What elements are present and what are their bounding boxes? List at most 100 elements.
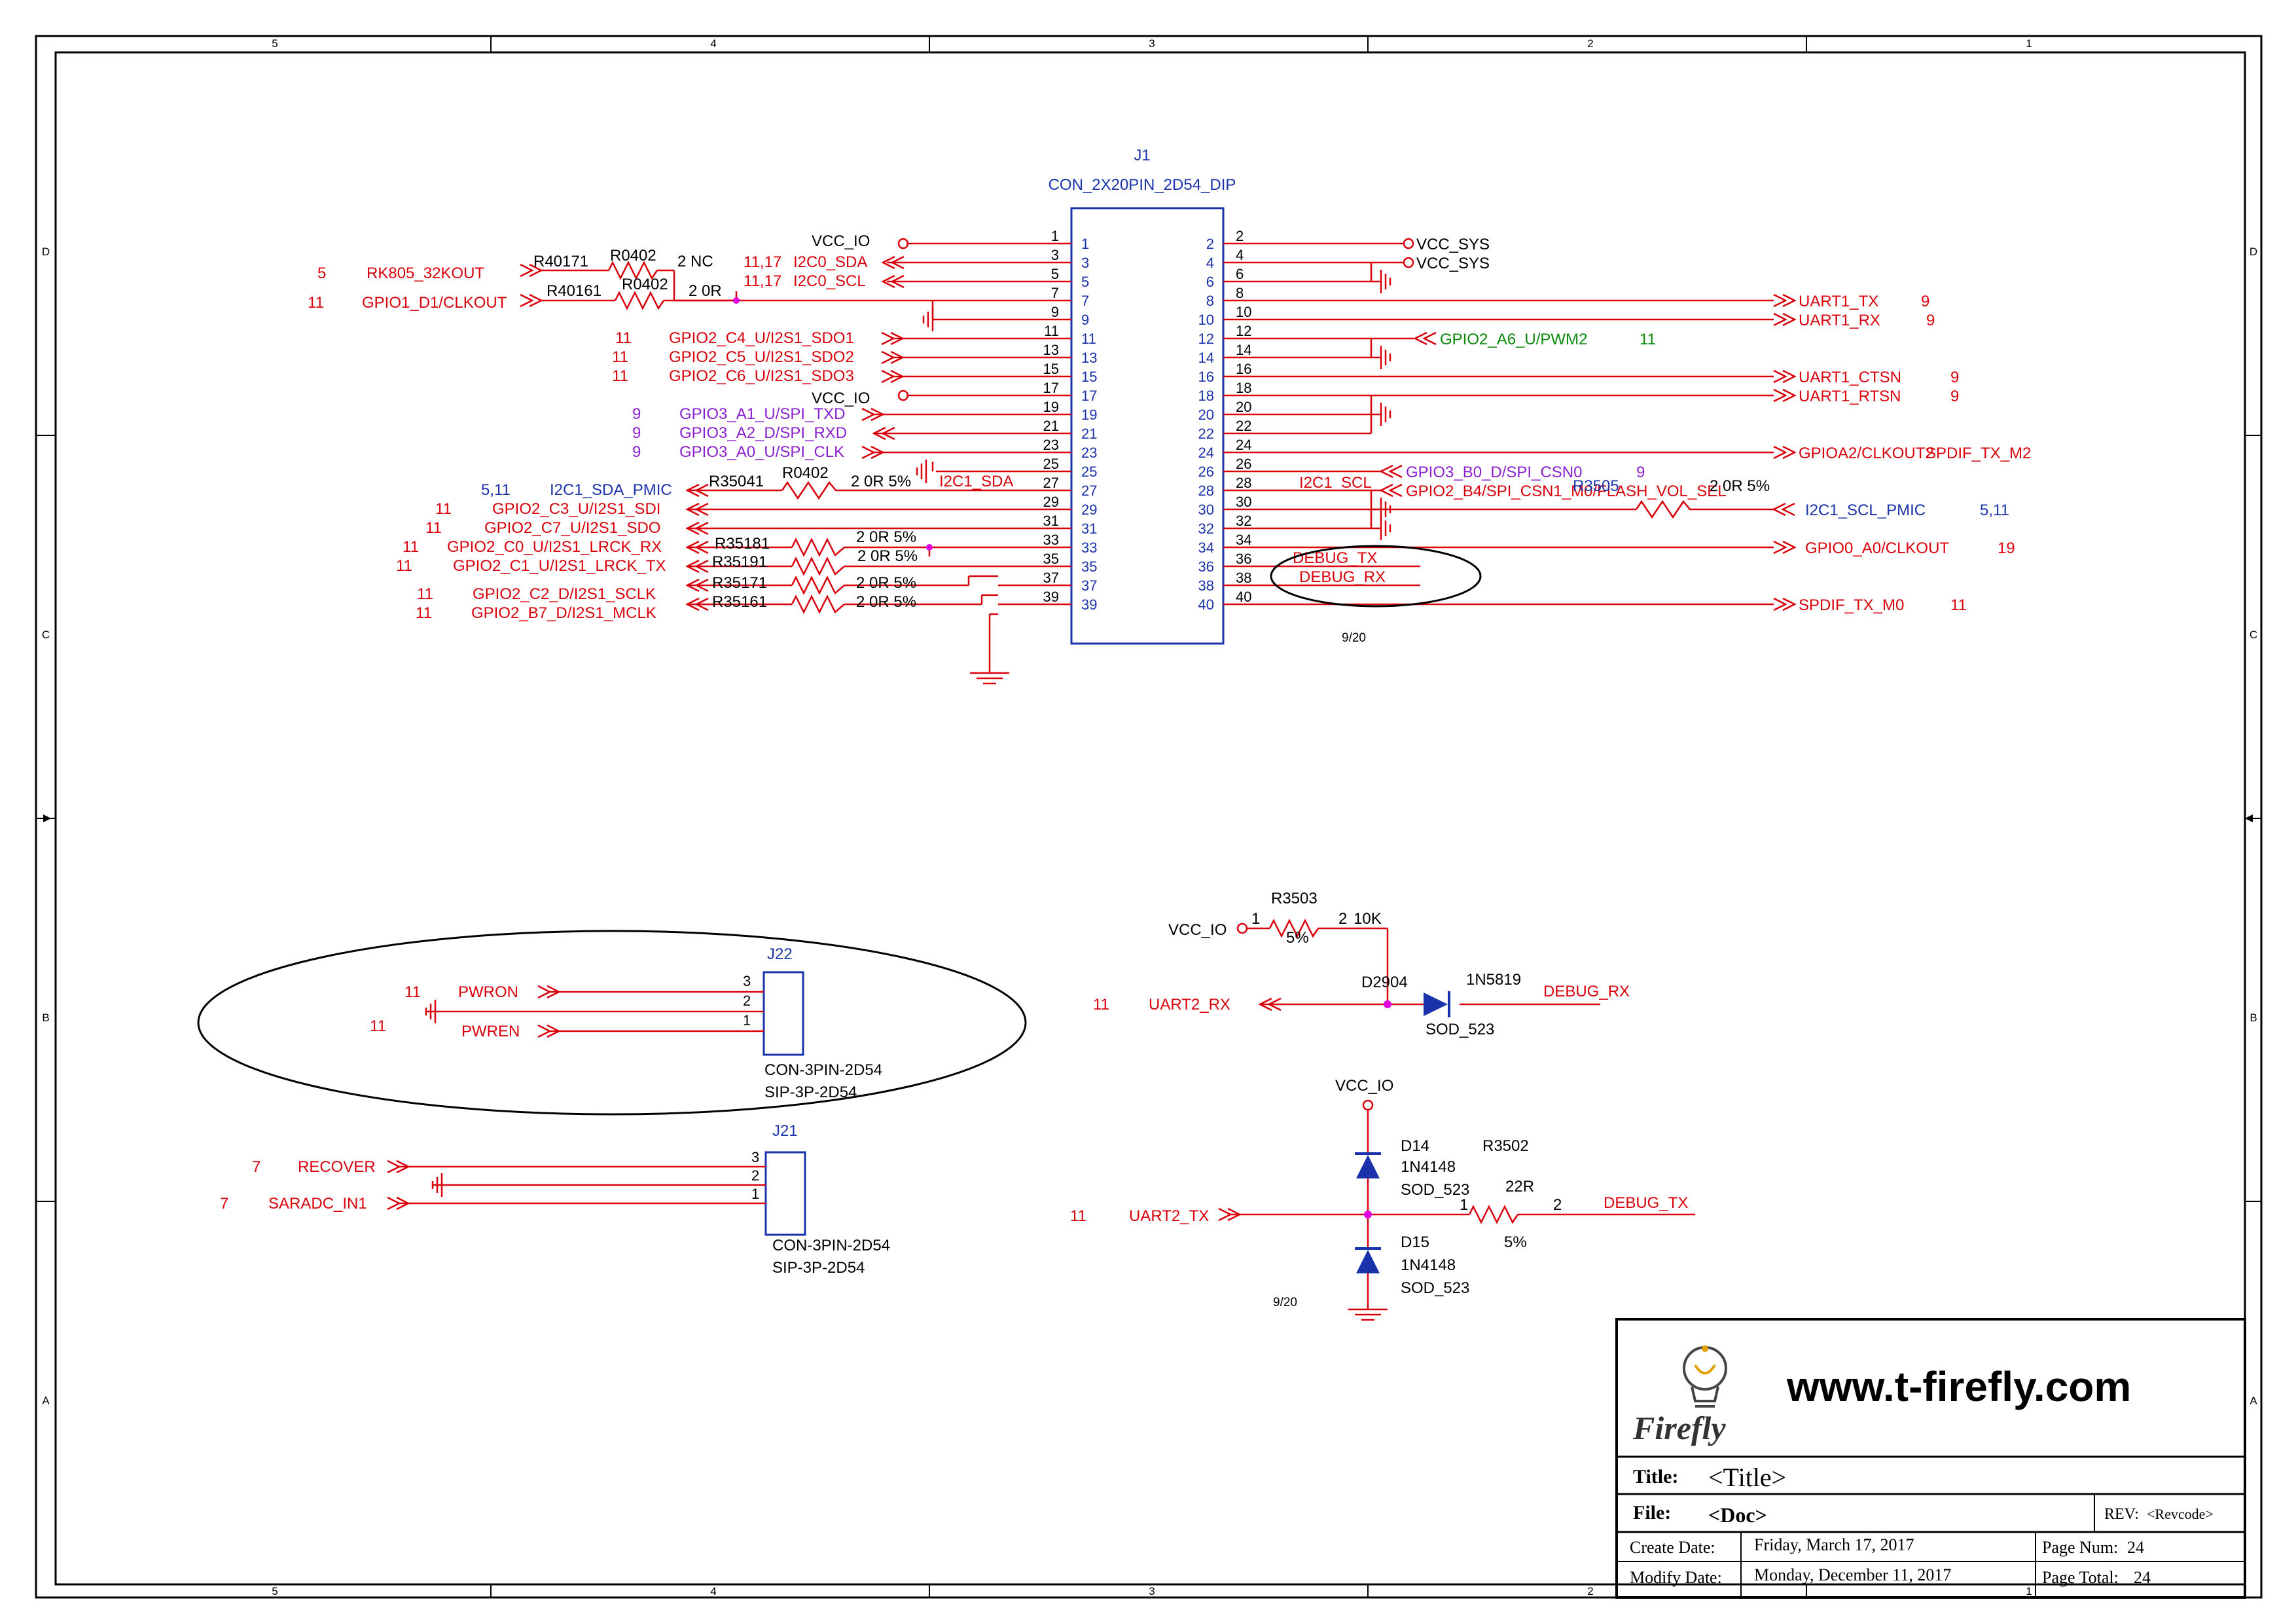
pin-number: 1	[1251, 910, 1260, 928]
drawing-frame	[35, 35, 2263, 1599]
ground-icon	[970, 668, 1009, 685]
j1-pin-label: 39	[1081, 596, 1097, 613]
output-arrow-icon	[1773, 369, 1797, 384]
modify-label: Modify Date:	[1630, 1568, 1722, 1587]
resistor-ref: R3505	[1573, 477, 1619, 495]
column-label: 1	[2026, 37, 2032, 50]
j1-pin-number: 28	[1236, 475, 1251, 491]
j1-pin-number: 27	[1043, 475, 1059, 491]
row-label: B	[2250, 1012, 2257, 1024]
column-label: 2	[1587, 1585, 1593, 1597]
page-total-value: 24	[2134, 1568, 2151, 1587]
create-value: Friday, March 17, 2017	[1754, 1535, 1914, 1554]
j1-pin-label: 32	[1198, 520, 1214, 537]
j1-pin-number: 10	[1236, 304, 1251, 320]
net-label: VCC_IO	[812, 390, 870, 407]
page-num-value: 24	[2127, 1538, 2144, 1557]
j1-pin-number: 7	[1051, 285, 1059, 301]
title-label: Title:	[1633, 1466, 1678, 1487]
page-ref: 5	[317, 264, 326, 282]
file-value: <Doc>	[1708, 1503, 1767, 1527]
left-net-labels: 5 RK805_32KOUT 11 GPIO1_D1/CLKOUT R40171…	[308, 232, 1013, 622]
net-label: VCC_SYS	[1416, 236, 1490, 253]
net-label: GPIO2_C2_D/I2S1_SCLK	[473, 585, 656, 603]
column-label: 4	[710, 37, 716, 50]
resistor-pin: 2 0R	[689, 282, 722, 300]
rk805-resistor-network	[520, 261, 738, 310]
j22-reference: J22	[767, 945, 793, 963]
j1-pin-number: 35	[1043, 551, 1059, 567]
output-arrow-icon	[1773, 445, 1797, 460]
j21-value: CON-3PIN-2D54	[772, 1237, 890, 1254]
ground-icon	[1371, 403, 1391, 426]
column-label: 3	[1149, 1585, 1155, 1597]
power-port-icon	[1403, 238, 1414, 249]
output-arrow-icon	[1773, 540, 1797, 555]
net-label: DEBUG_TX	[1604, 1194, 1688, 1212]
row-label: A	[42, 1395, 50, 1407]
highlight-ellipse-j22	[197, 930, 1027, 1116]
ground-icon	[1371, 270, 1391, 293]
output-arrow-icon	[881, 331, 905, 346]
page-ref: 11,17	[744, 253, 781, 271]
pin-number: 1	[751, 1186, 759, 1202]
resistor-ref: R35161	[712, 593, 767, 611]
j1-pin-number: 26	[1236, 456, 1251, 472]
resistor-pin: 2 NC	[677, 253, 713, 270]
vcc-label: VCC_IO	[1168, 921, 1227, 939]
j1-pin-label: 33	[1081, 539, 1097, 556]
j1-pin-number: 25	[1043, 456, 1059, 472]
inner-net-label: I2C1_SCL	[1299, 474, 1372, 492]
power-port-icon	[1403, 257, 1414, 268]
net-label: I2C1_SCL_PMIC	[1805, 501, 1926, 519]
j1-pin-number: 20	[1236, 399, 1251, 415]
net-label: SPDIF_TX_M0	[1799, 596, 1904, 614]
net-label: GPIO2_C7_U/I2S1_SDO	[484, 519, 660, 537]
ground-icon	[916, 460, 927, 483]
j1-pin-number: 4	[1236, 247, 1244, 263]
junction-dot	[1364, 1211, 1372, 1218]
net-label: PWRON	[458, 983, 518, 1001]
title-value: <Title>	[1708, 1463, 1786, 1492]
j1-pin-number: 33	[1043, 532, 1059, 548]
net-label: UART1_TX	[1799, 293, 1878, 310]
rev-label: REV:	[2104, 1506, 2139, 1523]
j1-pin-label: 17	[1081, 388, 1097, 404]
output-arrow-icon	[1218, 1207, 1242, 1222]
j1-pin-number: 15	[1043, 361, 1059, 377]
page-ref: 11	[1093, 996, 1109, 1013]
output-arrow-icon	[1773, 597, 1797, 611]
column-label: 3	[1149, 37, 1155, 50]
resistor-r3505	[1635, 500, 1695, 519]
j1-pin-number: 32	[1236, 513, 1251, 529]
page-ref: 9	[1926, 312, 1935, 329]
bidir-arrow-icon	[881, 255, 905, 270]
column-label: 1	[2026, 1585, 2032, 1597]
j1-pin-label: 29	[1081, 501, 1097, 518]
j22-connector: J22 CON-3PIN-2D54 SIP-3P-2D54 3 2 1 11 P…	[370, 945, 882, 1101]
j1-pin-number: 23	[1043, 437, 1059, 453]
net-label: SARADC_IN1	[268, 1195, 367, 1213]
j1-pin-number: 14	[1236, 342, 1251, 358]
input-arrow-icon	[685, 502, 709, 517]
j1-pin-number: 13	[1043, 342, 1059, 358]
page-ref: 11	[396, 557, 412, 575]
j1-reference: J1	[1134, 147, 1150, 164]
inner-net-label: DEBUG_RX	[1299, 568, 1386, 586]
j1-pin-label: 16	[1198, 369, 1214, 385]
page-ref: 9	[1636, 464, 1645, 481]
net-label: UART1_CTSN	[1799, 369, 1901, 386]
column-label: 2	[1587, 37, 1593, 50]
create-label: Create Date:	[1630, 1538, 1715, 1557]
page-ref: 11	[404, 983, 421, 1001]
right-ports	[1379, 238, 1797, 611]
bidir-arrow-icon	[685, 559, 709, 574]
resistor-value: 2 0R 5%	[857, 547, 918, 565]
bidir-arrow-icon	[685, 597, 709, 611]
j1-pin-number: 24	[1236, 437, 1251, 453]
j21-connector: J21 CON-3PIN-2D54 SIP-3P-2D54 3 2 1 7 RE…	[220, 1122, 890, 1277]
j1-pin-number: 19	[1043, 399, 1059, 415]
bidir-arrow-icon	[685, 483, 709, 498]
j1-pin-number: 11	[1044, 323, 1059, 339]
resistor-tol: 5%	[1504, 1233, 1527, 1251]
